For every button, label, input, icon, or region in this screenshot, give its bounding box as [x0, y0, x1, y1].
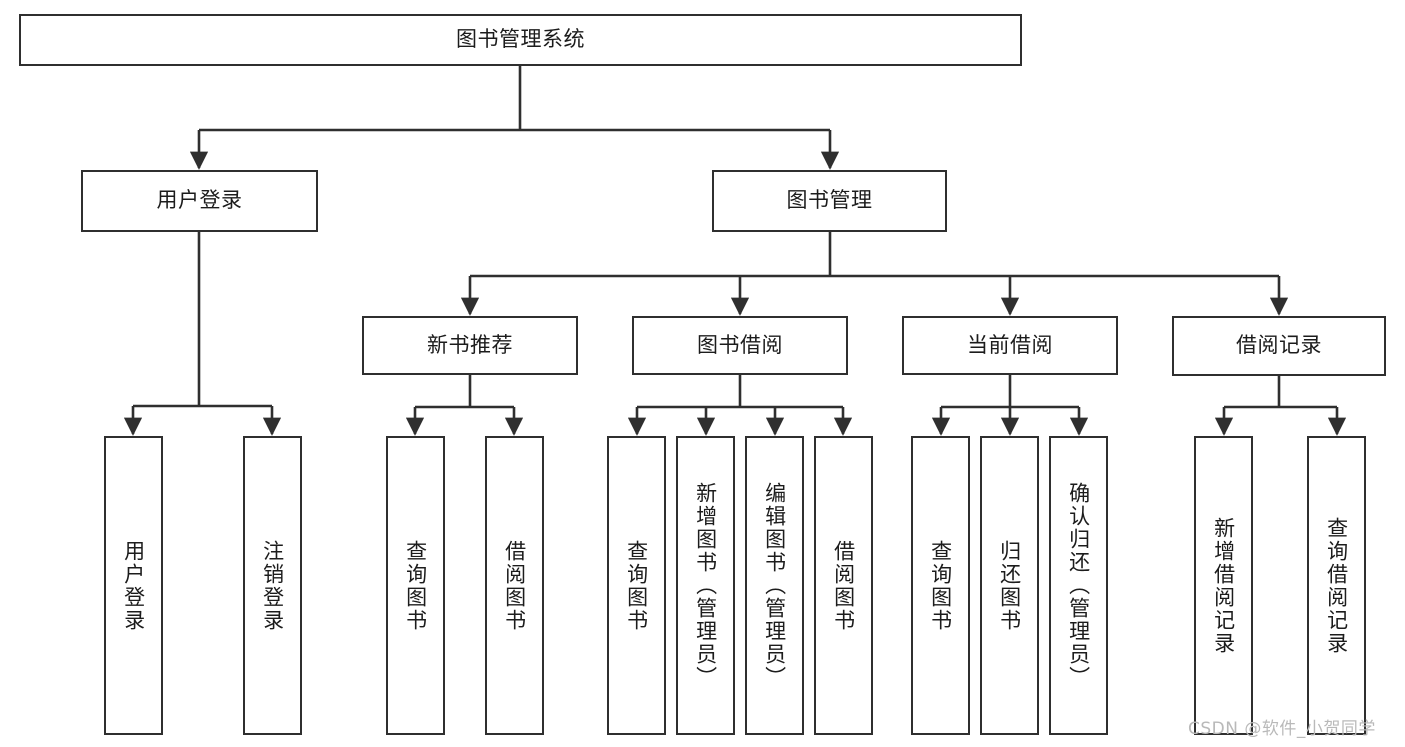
- leaf-add-borrow-record-label: 新增借阅记录: [1211, 516, 1236, 655]
- leaf-query-borrow-record[interactable]: 查询借阅记录: [1307, 436, 1366, 735]
- node-book-borrow-label: 图书借阅: [697, 332, 783, 357]
- leaf-edit-book-label: 编辑图书（管理员）: [762, 482, 787, 689]
- node-new-book-recommend-label: 新书推荐: [427, 332, 513, 357]
- node-current-borrow-label: 当前借阅: [967, 332, 1053, 357]
- leaf-borrow-book-2-label: 借阅图书: [831, 539, 856, 632]
- node-book-management[interactable]: 图书管理: [712, 170, 947, 232]
- leaf-return-book[interactable]: 归还图书: [980, 436, 1039, 735]
- leaf-return-book-label: 归还图书: [997, 539, 1022, 632]
- leaf-user-login-label: 用户登录: [121, 539, 146, 632]
- leaf-query-book-2[interactable]: 查询图书: [607, 436, 666, 735]
- leaf-query-book-3-label: 查询图书: [928, 539, 953, 632]
- node-book-borrow[interactable]: 图书借阅: [632, 316, 848, 375]
- leaf-edit-book[interactable]: 编辑图书（管理员）: [745, 436, 804, 735]
- leaf-user-login[interactable]: 用户登录: [104, 436, 163, 735]
- leaf-logout-login-label: 注销登录: [260, 539, 285, 632]
- leaf-query-book-2-label: 查询图书: [624, 539, 649, 632]
- leaf-confirm-return[interactable]: 确认归还（管理员）: [1049, 436, 1108, 735]
- leaf-query-book-1-label: 查询图书: [403, 539, 428, 632]
- node-borrow-record[interactable]: 借阅记录: [1172, 316, 1386, 376]
- leaf-add-borrow-record[interactable]: 新增借阅记录: [1194, 436, 1253, 735]
- leaf-query-book-3[interactable]: 查询图书: [911, 436, 970, 735]
- leaf-logout-login[interactable]: 注销登录: [243, 436, 302, 735]
- node-user-login[interactable]: 用户登录: [81, 170, 318, 232]
- leaf-add-book[interactable]: 新增图书（管理员）: [676, 436, 735, 735]
- csdn-watermark: CSDN @软件_小贺同学: [1188, 719, 1376, 739]
- leaf-add-book-label: 新增图书（管理员）: [693, 482, 718, 689]
- leaf-borrow-book-2[interactable]: 借阅图书: [814, 436, 873, 735]
- leaf-confirm-return-label: 确认归还（管理员）: [1066, 482, 1091, 689]
- node-current-borrow[interactable]: 当前借阅: [902, 316, 1118, 375]
- node-borrow-record-label: 借阅记录: [1236, 333, 1322, 358]
- leaf-borrow-book-1-label: 借阅图书: [502, 539, 527, 632]
- node-root[interactable]: 图书管理系统: [19, 14, 1022, 66]
- leaf-borrow-book-1[interactable]: 借阅图书: [485, 436, 544, 735]
- node-user-login-label: 用户登录: [156, 188, 243, 213]
- node-root-label: 图书管理系统: [456, 27, 585, 52]
- node-new-book-recommend[interactable]: 新书推荐: [362, 316, 578, 375]
- node-book-management-label: 图书管理: [786, 188, 873, 213]
- leaf-query-borrow-record-label: 查询借阅记录: [1324, 516, 1349, 655]
- leaf-query-book-1[interactable]: 查询图书: [386, 436, 445, 735]
